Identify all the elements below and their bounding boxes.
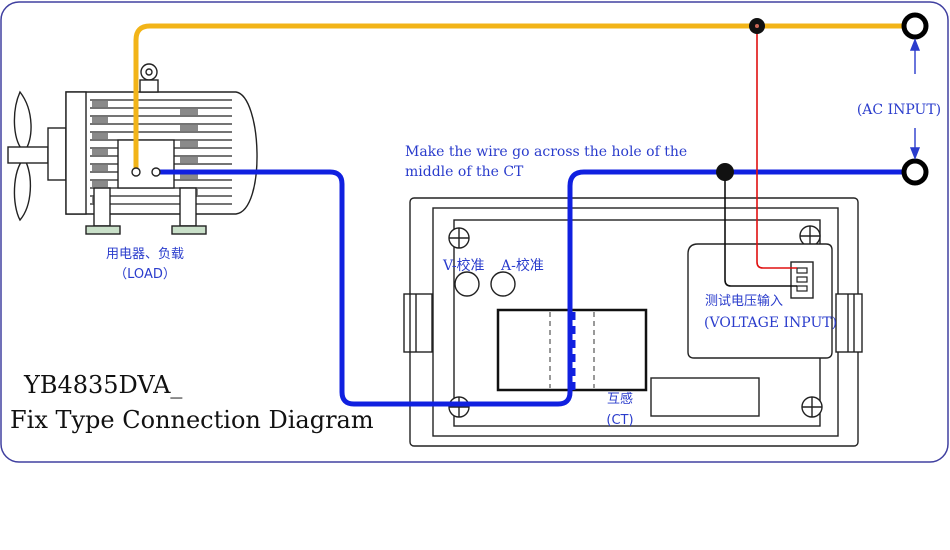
ac-input-label: (AC INPUT) [857, 102, 941, 118]
live-wire [133, 23, 915, 175]
arrow-up-icon [909, 128, 921, 160]
screw-icon [448, 227, 470, 249]
screw-icon [799, 225, 821, 247]
load-label-cn: 用电器、负载 [106, 247, 184, 262]
voltage-input-label-en: (VOLTAGE INPUT) [704, 315, 837, 331]
red-voltage-lead [756, 26, 797, 269]
model-title: YB4835DVA_ [23, 371, 182, 399]
diagram-frame [0, 1, 949, 463]
a-calibration-label: A-校准 [500, 257, 544, 274]
meter-label-recess [650, 377, 760, 417]
ct-label-cn: 互感 [607, 391, 633, 407]
black-voltage-lead [724, 172, 797, 287]
right-clip [835, 293, 863, 353]
motor-terminal-neutral [151, 167, 161, 177]
ct-label-en: (CT) [606, 413, 633, 428]
terminal-ring-icon [901, 158, 929, 186]
wire-note-line1: Make the wire go across the hole of the [405, 144, 687, 160]
terminal-ring-icon [901, 12, 929, 40]
neutral-wire [153, 169, 915, 407]
voltage-input-label-cn: 测试电压输入 [705, 293, 783, 309]
motor-terminal-live [131, 167, 141, 177]
wire-note-line2: middle of the CT [405, 164, 524, 180]
screw-icon [801, 396, 823, 418]
left-clip [403, 293, 433, 353]
arrow-up-icon [909, 38, 921, 74]
diagram-subtitle: Fix Type Connection Diagram [10, 406, 374, 434]
screw-icon [448, 396, 470, 418]
load-label-en: （LOAD） [114, 267, 176, 282]
motor-icon [7, 63, 258, 235]
junction-neutral [716, 163, 734, 181]
a-calibration-pot [490, 271, 516, 297]
v-calibration-label: V-校准 [442, 257, 485, 274]
v-calibration-pot [454, 271, 480, 297]
